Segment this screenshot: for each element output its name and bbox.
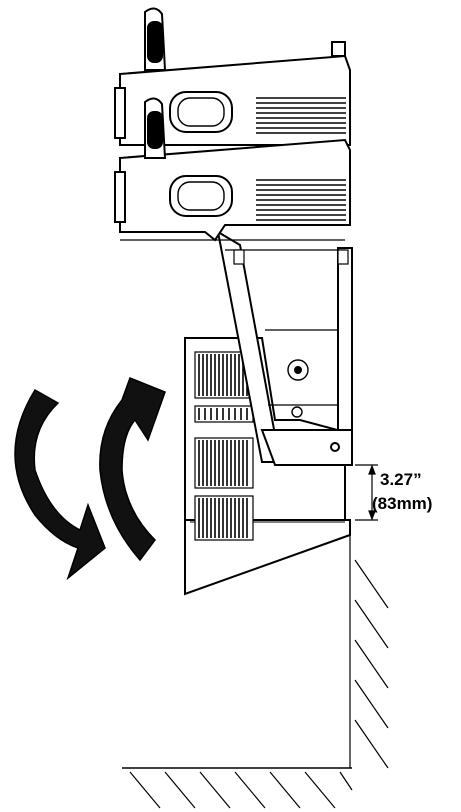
dimension-marker [355, 464, 378, 521]
mounting-bracket [216, 230, 353, 466]
dimension-metric-label: (83mm) [372, 494, 433, 513]
curved-arrow-counterclockwise-icon [14, 388, 106, 581]
floor-hatching [122, 767, 353, 809]
dimension-imperial-label: 3.27” [380, 470, 422, 489]
wall-hatching [349, 535, 389, 769]
curved-arrow-clockwise-icon [99, 377, 166, 562]
upper-unit-top [114, 7, 351, 146]
vent-grille-lower [194, 351, 254, 541]
upper-unit-bottom [114, 97, 351, 265]
